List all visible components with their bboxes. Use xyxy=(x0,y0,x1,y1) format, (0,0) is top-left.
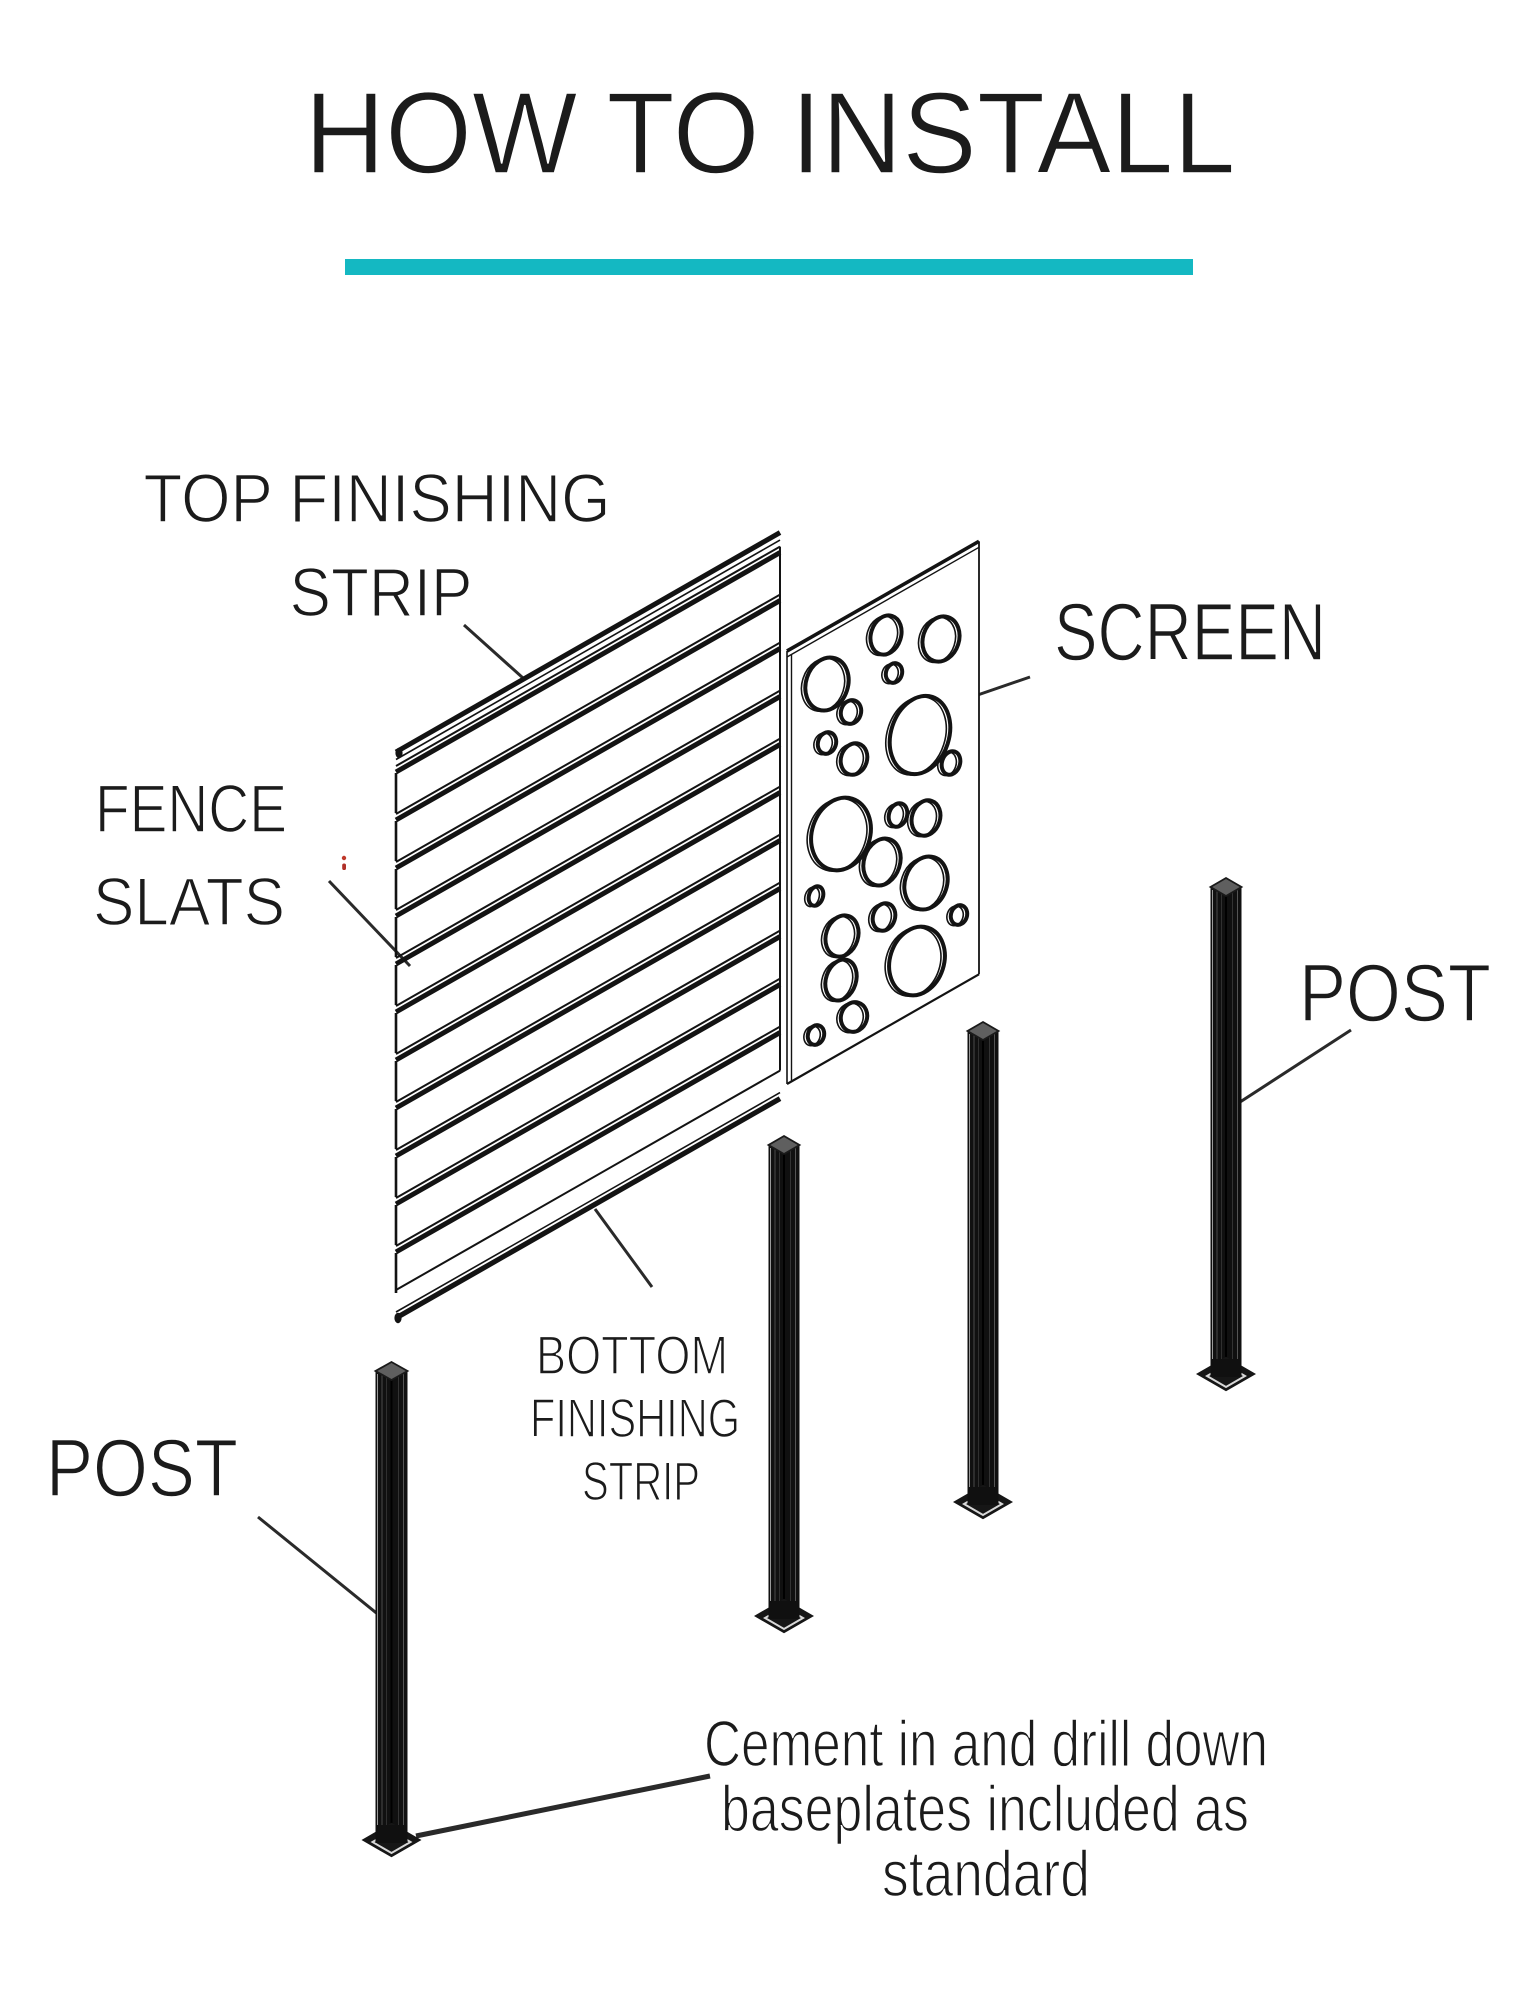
svg-text:POST: POST xyxy=(1299,948,1491,1039)
svg-text:STRIP: STRIP xyxy=(290,554,473,631)
svg-text:SLATS: SLATS xyxy=(93,864,285,940)
svg-text:BOTTOM: BOTTOM xyxy=(536,1324,728,1386)
svg-text:TOP FINISHING: TOP FINISHING xyxy=(144,460,611,537)
svg-text:standard: standard xyxy=(882,1837,1090,1910)
svg-text:FINISHING: FINISHING xyxy=(530,1387,740,1449)
svg-text:baseplates included as: baseplates included as xyxy=(721,1772,1249,1845)
svg-text:FENCE: FENCE xyxy=(95,771,287,847)
svg-text:STRIP: STRIP xyxy=(582,1450,700,1512)
svg-text:SCREEN: SCREEN xyxy=(1054,587,1326,678)
svg-text:HOW TO INSTALL: HOW TO INSTALL xyxy=(305,68,1236,198)
svg-text:Cement in and drill down: Cement in and drill down xyxy=(704,1707,1268,1780)
svg-text:POST: POST xyxy=(46,1423,238,1514)
